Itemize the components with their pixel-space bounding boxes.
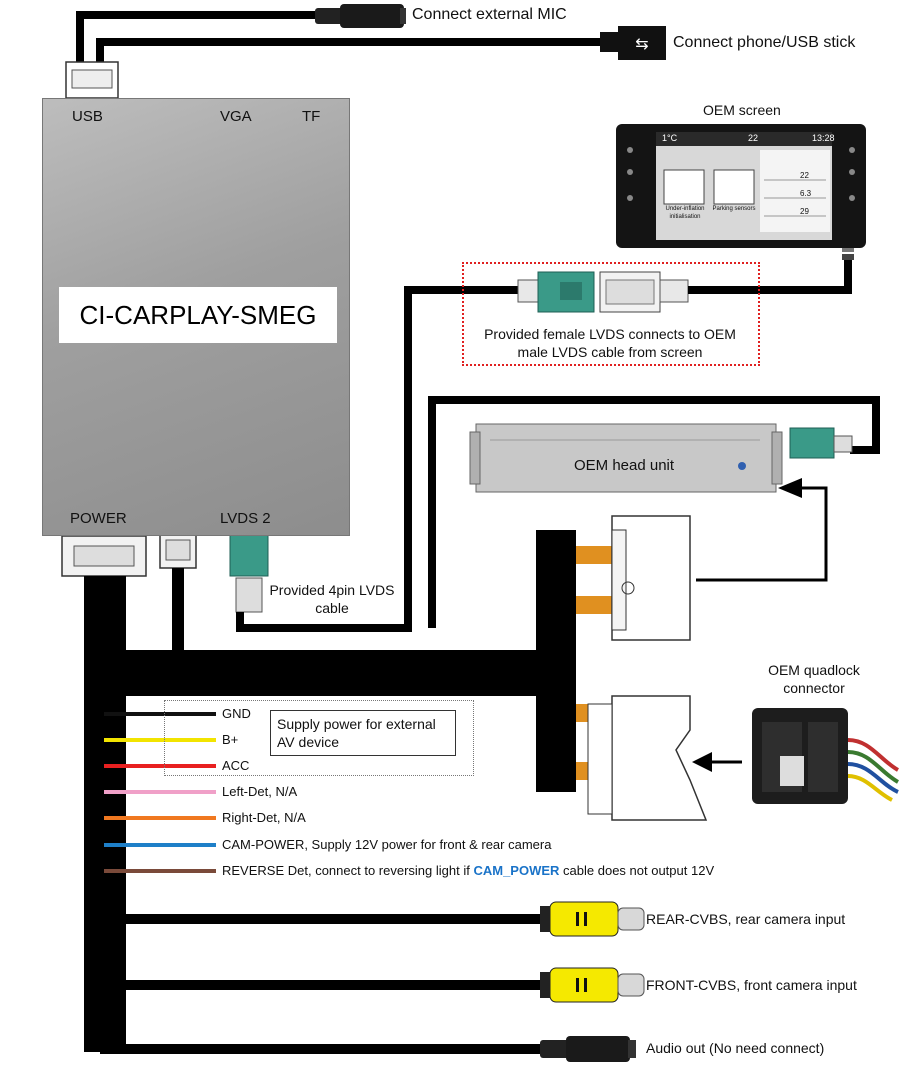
rca-front-icon: [540, 967, 645, 1003]
rca-rear-icon: [540, 901, 645, 937]
oem-screen-value-1: 22: [800, 171, 809, 180]
quadlock-connector: [752, 708, 900, 804]
quadlock-label: OEM quadlock connector: [768, 662, 860, 696]
port-vga: VGA: [220, 108, 252, 125]
front-cvbs-label: FRONT-CVBS, front camera input: [646, 977, 857, 993]
oem-screen: [616, 124, 866, 248]
port-power: POWER: [70, 510, 127, 527]
oem-head-unit: [469, 423, 783, 493]
audio-jack-icon: [540, 1036, 636, 1062]
supply-note-text: Supply power for external AV device: [277, 716, 436, 751]
supply-group-box: [164, 700, 474, 776]
usb-icon: ⇆: [600, 26, 666, 60]
lvds2-connector: [229, 531, 269, 577]
usb-label: Connect phone/USB stick: [673, 34, 856, 51]
screen-cable: [688, 256, 852, 294]
svg-text:⇆: ⇆: [635, 34, 648, 53]
oem-screen-title: OEM screen: [703, 102, 781, 118]
mic-cable: [76, 11, 320, 70]
wire-label-acc: ACC: [222, 758, 250, 773]
usb-cable: [96, 38, 610, 70]
head-unit-label: OEM head unit: [574, 457, 675, 474]
device-name: CI-CARPLAY-SMEG: [59, 287, 337, 343]
oem-screen-date: 22: [748, 133, 759, 143]
lvds-cable-label: Provided 4pin LVDS cable: [269, 582, 395, 616]
wire-label-campower: CAM-POWER, Supply 12V power for front & …: [222, 837, 552, 852]
headunit-lvds-connector: [789, 427, 835, 459]
oem-screen-value-3: 29: [800, 207, 809, 216]
oem-screen-left-tile: Under-inflation initialisation: [665, 206, 705, 220]
audio-out-label: Audio out (No need connect): [646, 1040, 825, 1056]
mic-label: Connect external MIC: [412, 6, 567, 23]
wire-label-bplus: B+: [222, 732, 239, 747]
oem-screen-right-tile: Parking sensors: [712, 206, 756, 212]
port-usb: USB: [72, 108, 103, 125]
harness-connector-lower: [611, 695, 708, 821]
lvds-note: Provided female LVDS connects to OEM mal…: [484, 326, 736, 360]
oem-screen-temp: 1°C: [662, 133, 678, 143]
wire-label-reverse: REVERSE Det, connect to reversing light …: [222, 864, 714, 877]
wire-label-reverse-highlight: CAM_POWER: [473, 863, 560, 878]
port-lvds2: LVDS 2: [220, 510, 271, 527]
supply-note: Supply power for external AV device: [270, 710, 456, 756]
lvds-cable: [236, 286, 520, 632]
wire-label-leftdet: Left-Det, N/A: [222, 784, 298, 799]
wire-label-reverse-suffix: cable does not output 12V: [563, 863, 715, 878]
wire-label-reverse-text: REVERSE Det, connect to reversing light …: [222, 863, 470, 878]
port-tf: TF: [302, 108, 321, 125]
wire-label-rightdet: Right-Det, N/A: [222, 810, 306, 825]
wire-label-gnd: GND: [222, 706, 251, 721]
rear-cvbs-label: REAR-CVBS, rear camera input: [646, 911, 846, 927]
device-box: CI-CARPLAY-SMEG: [42, 98, 350, 536]
oem-screen-time: 13:28: [812, 133, 835, 143]
oem-screen-value-2: 6.3: [800, 189, 812, 198]
lvds-note-box: [462, 262, 760, 366]
mic-jack-icon: [315, 4, 406, 28]
arrow-to-headunit: [696, 486, 828, 582]
headunit-cable: [428, 396, 880, 628]
